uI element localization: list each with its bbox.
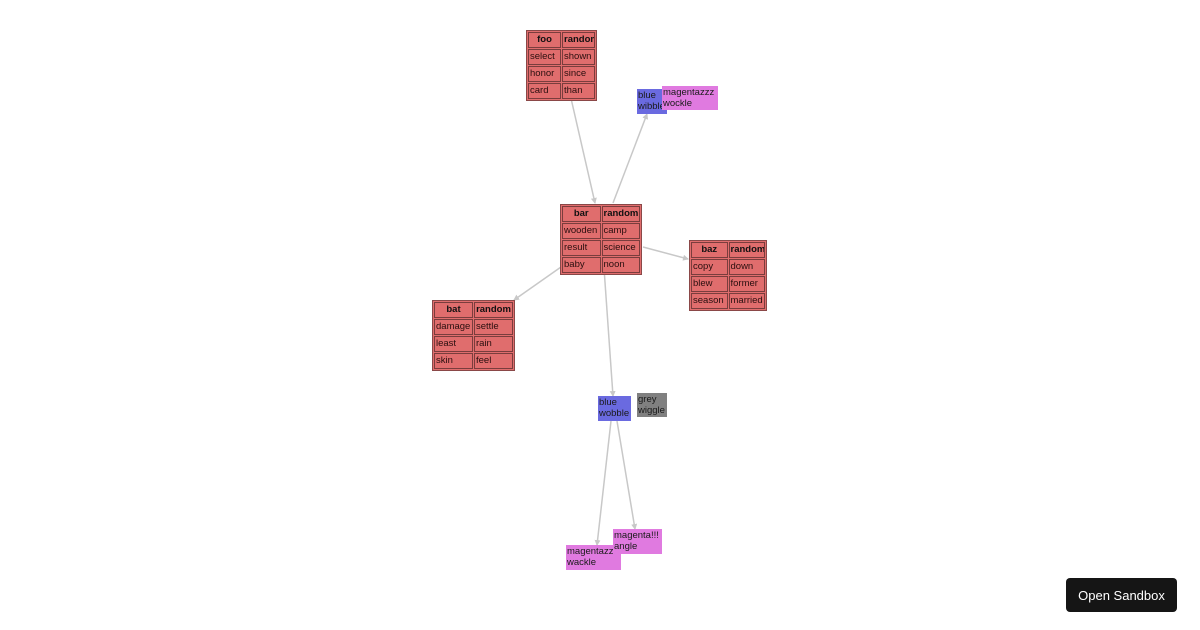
table-header-name: baz	[691, 242, 728, 258]
node-label-line: magentazzz	[567, 546, 619, 557]
node-label-line: blue	[599, 397, 617, 408]
table-cell: season	[691, 293, 728, 309]
edge-foo-bar	[569, 93, 597, 204]
table-cell: result	[562, 240, 601, 256]
node-label-line: wackle	[567, 557, 597, 568]
node-label-line: magenta!!!	[614, 530, 659, 541]
edge-blue-mid-magenta-right	[616, 420, 638, 530]
table-cell: damage	[434, 319, 473, 335]
node-label-line: wobble	[599, 408, 630, 419]
table-cell: former	[728, 276, 765, 292]
table-cell: shown	[562, 49, 595, 65]
table-foo[interactable]: foo random select shown honor since card…	[526, 30, 597, 101]
table-cell: honor	[528, 66, 561, 82]
node-magentazzz-wockle[interactable]: magentazzz wockle	[662, 86, 718, 110]
table-cell: noon	[601, 257, 640, 273]
table-header-column: random	[601, 206, 640, 222]
edge-bar-blue-top	[612, 113, 649, 204]
table-header-column: random	[562, 32, 595, 48]
node-label-line: wibble	[638, 101, 665, 112]
table-cell: skin	[434, 353, 473, 369]
node-magentazzz-wackle[interactable]: magentazzz wackle	[566, 545, 621, 570]
node-grey-wiggle[interactable]: grey wiggle	[637, 393, 667, 417]
table-cell: science	[601, 240, 640, 256]
table-header-name: bar	[562, 206, 601, 222]
table-cell: than	[562, 83, 595, 99]
node-magenta-angle[interactable]: magenta!!! angle	[613, 529, 662, 554]
table-cell: settle	[474, 319, 513, 335]
table-header-name: bat	[434, 302, 473, 318]
node-label-line: grey	[638, 394, 657, 405]
edge-blue-mid-magenta-left	[594, 420, 612, 546]
node-blue-wobble[interactable]: blue wobble	[598, 396, 631, 421]
open-sandbox-button[interactable]: Open Sandbox	[1066, 578, 1177, 612]
table-cell: baby	[562, 257, 601, 273]
table-header-column: random	[728, 242, 765, 258]
edge-bar-blue-mid	[603, 267, 616, 397]
table-cell: since	[562, 66, 595, 82]
node-label-line: angle	[614, 541, 638, 552]
edge-bar-bat	[513, 266, 562, 301]
table-cell: copy	[691, 259, 728, 275]
table-cell: blew	[691, 276, 728, 292]
table-cell: rain	[474, 336, 513, 352]
table-header-name: foo	[528, 32, 561, 48]
table-cell: select	[528, 49, 561, 65]
table-cell: card	[528, 83, 561, 99]
table-bat[interactable]: bat random damage settle least rain skin…	[432, 300, 515, 371]
table-bar[interactable]: bar random wooden camp result science ba…	[560, 204, 642, 275]
table-cell: married	[728, 293, 765, 309]
table-cell: wooden	[562, 223, 601, 239]
table-cell: down	[728, 259, 765, 275]
table-header-column: random	[474, 302, 513, 318]
table-cell: least	[434, 336, 473, 352]
node-label-line: wiggle	[638, 405, 665, 416]
edge-bar-baz	[642, 246, 689, 261]
table-cell: feel	[474, 353, 513, 369]
node-label-line: wockle	[663, 98, 693, 109]
node-label-line: magentazzz	[663, 87, 715, 98]
table-baz[interactable]: baz random copy down blew former season …	[689, 240, 767, 311]
node-label-line: blue	[638, 90, 656, 101]
table-cell: camp	[601, 223, 640, 239]
